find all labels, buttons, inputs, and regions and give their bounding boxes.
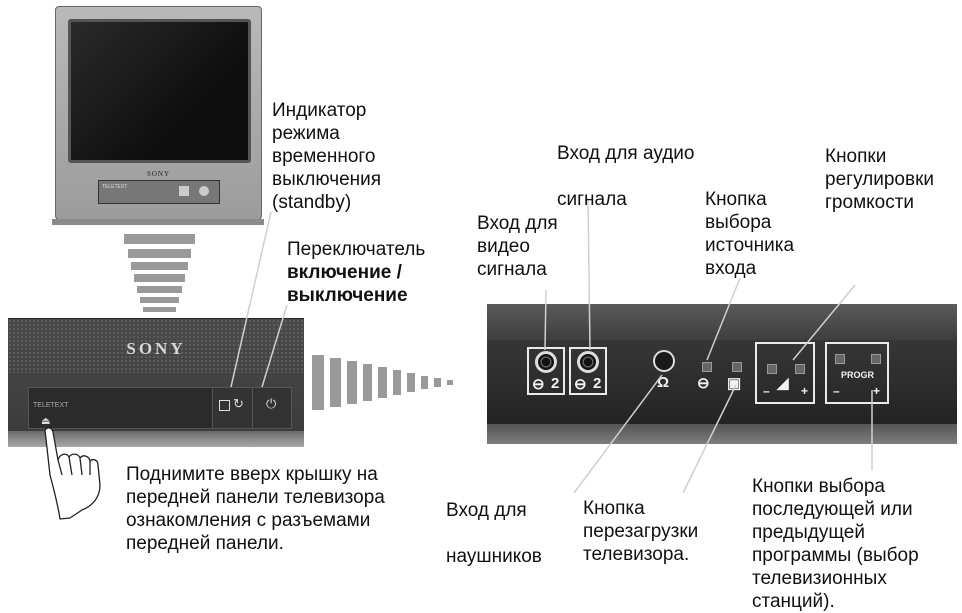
- program-plus-sign: +: [873, 384, 881, 398]
- label-volume-buttons: Кнопки регулировки громкости: [825, 146, 934, 213]
- tv-set: SONY TELETEXT: [55, 6, 262, 220]
- label-power-switch-bold: включение / выключение: [287, 262, 408, 306]
- audio-input-box: ⊖ 2: [569, 347, 607, 395]
- tv-brand-logo: SONY: [146, 170, 171, 178]
- eject-icon: ⏏: [41, 416, 51, 427]
- hand-illustration: [44, 427, 101, 520]
- volume-down-button[interactable]: [767, 364, 777, 374]
- program-controls-box: PROGR – +: [825, 342, 889, 404]
- label-audio-input: Вход для аудио сигнала: [557, 143, 695, 210]
- front-panel-closeup: SONY TELETEXT ⏏ ↻ ⏻: [8, 318, 304, 447]
- panel-bottom-edge: [487, 424, 957, 444]
- timer-icon: [219, 400, 230, 411]
- label-video-input: Вход для видео сигнала: [477, 213, 558, 280]
- power-switch[interactable]: ⏻: [252, 387, 292, 429]
- label-standby-indicator: Индикатор режима временного выключения (…: [272, 100, 382, 213]
- tv-stand: [52, 219, 264, 225]
- progr-label: PROGR: [841, 370, 875, 380]
- teletext-label: TELETEXT: [33, 402, 69, 409]
- label-power-switch-line1: Переключатель: [287, 239, 426, 260]
- program-down-button[interactable]: [835, 354, 845, 364]
- program-minus-sign: –: [833, 384, 840, 398]
- source-button[interactable]: [702, 362, 712, 372]
- label-lift-cover: Поднимите вверх крышку на передней панел…: [126, 464, 385, 554]
- video-input-number: 2: [551, 375, 560, 392]
- label-reset-button: Кнопка перезагрузки телевизора.: [583, 498, 699, 565]
- tv-front-panel: TELETEXT: [98, 180, 220, 204]
- label-headphones: Вход для наушников: [446, 500, 542, 567]
- program-up-button[interactable]: [871, 354, 881, 364]
- headphone-jack[interactable]: [653, 350, 675, 372]
- reset-button[interactable]: [732, 362, 742, 372]
- video-jack[interactable]: [535, 351, 557, 373]
- source-input-icon: ⊖: [697, 375, 710, 392]
- reset-icon: ▣: [727, 375, 742, 392]
- video-input-icon: ⊖: [532, 376, 545, 393]
- speaker-grille: [8, 319, 304, 373]
- volume-up-button[interactable]: [795, 364, 805, 374]
- audio-jack[interactable]: [577, 351, 599, 373]
- audio-input-number: 2: [593, 375, 602, 392]
- video-input-box: ⊖ 2: [527, 347, 565, 395]
- panel-brand-logo: SONY: [126, 339, 186, 358]
- label-source-button: Кнопка выбора источника входа: [705, 189, 795, 279]
- standby-icon: ↻: [233, 396, 244, 411]
- label-program-buttons: Кнопки выбора последующей или предыдущей…: [752, 476, 919, 612]
- tv-standby-icon: [179, 186, 189, 196]
- panel-bottom-edge: [8, 431, 304, 447]
- tv-power-icon: [199, 186, 209, 196]
- volume-ramp-icon: ◢: [777, 375, 789, 392]
- tv-teletext-label: TELETEXT: [102, 184, 128, 190]
- volume-controls-box: ◢ – +: [755, 342, 815, 404]
- volume-plus-sign: +: [801, 384, 809, 398]
- audio-input-icon: ⊖: [574, 376, 587, 393]
- front-cover-flap[interactable]: TELETEXT ⏏: [28, 387, 214, 429]
- standby-indicator-button[interactable]: ↻: [212, 387, 254, 429]
- volume-minus-sign: –: [763, 384, 770, 398]
- tv-screen: [68, 19, 251, 163]
- connector-panel-closeup: ⊖ 2 ⊖ 2 Ω ⊖ ▣ ◢ – + PROGR – +: [487, 304, 957, 444]
- power-icon: ⏻: [266, 396, 277, 411]
